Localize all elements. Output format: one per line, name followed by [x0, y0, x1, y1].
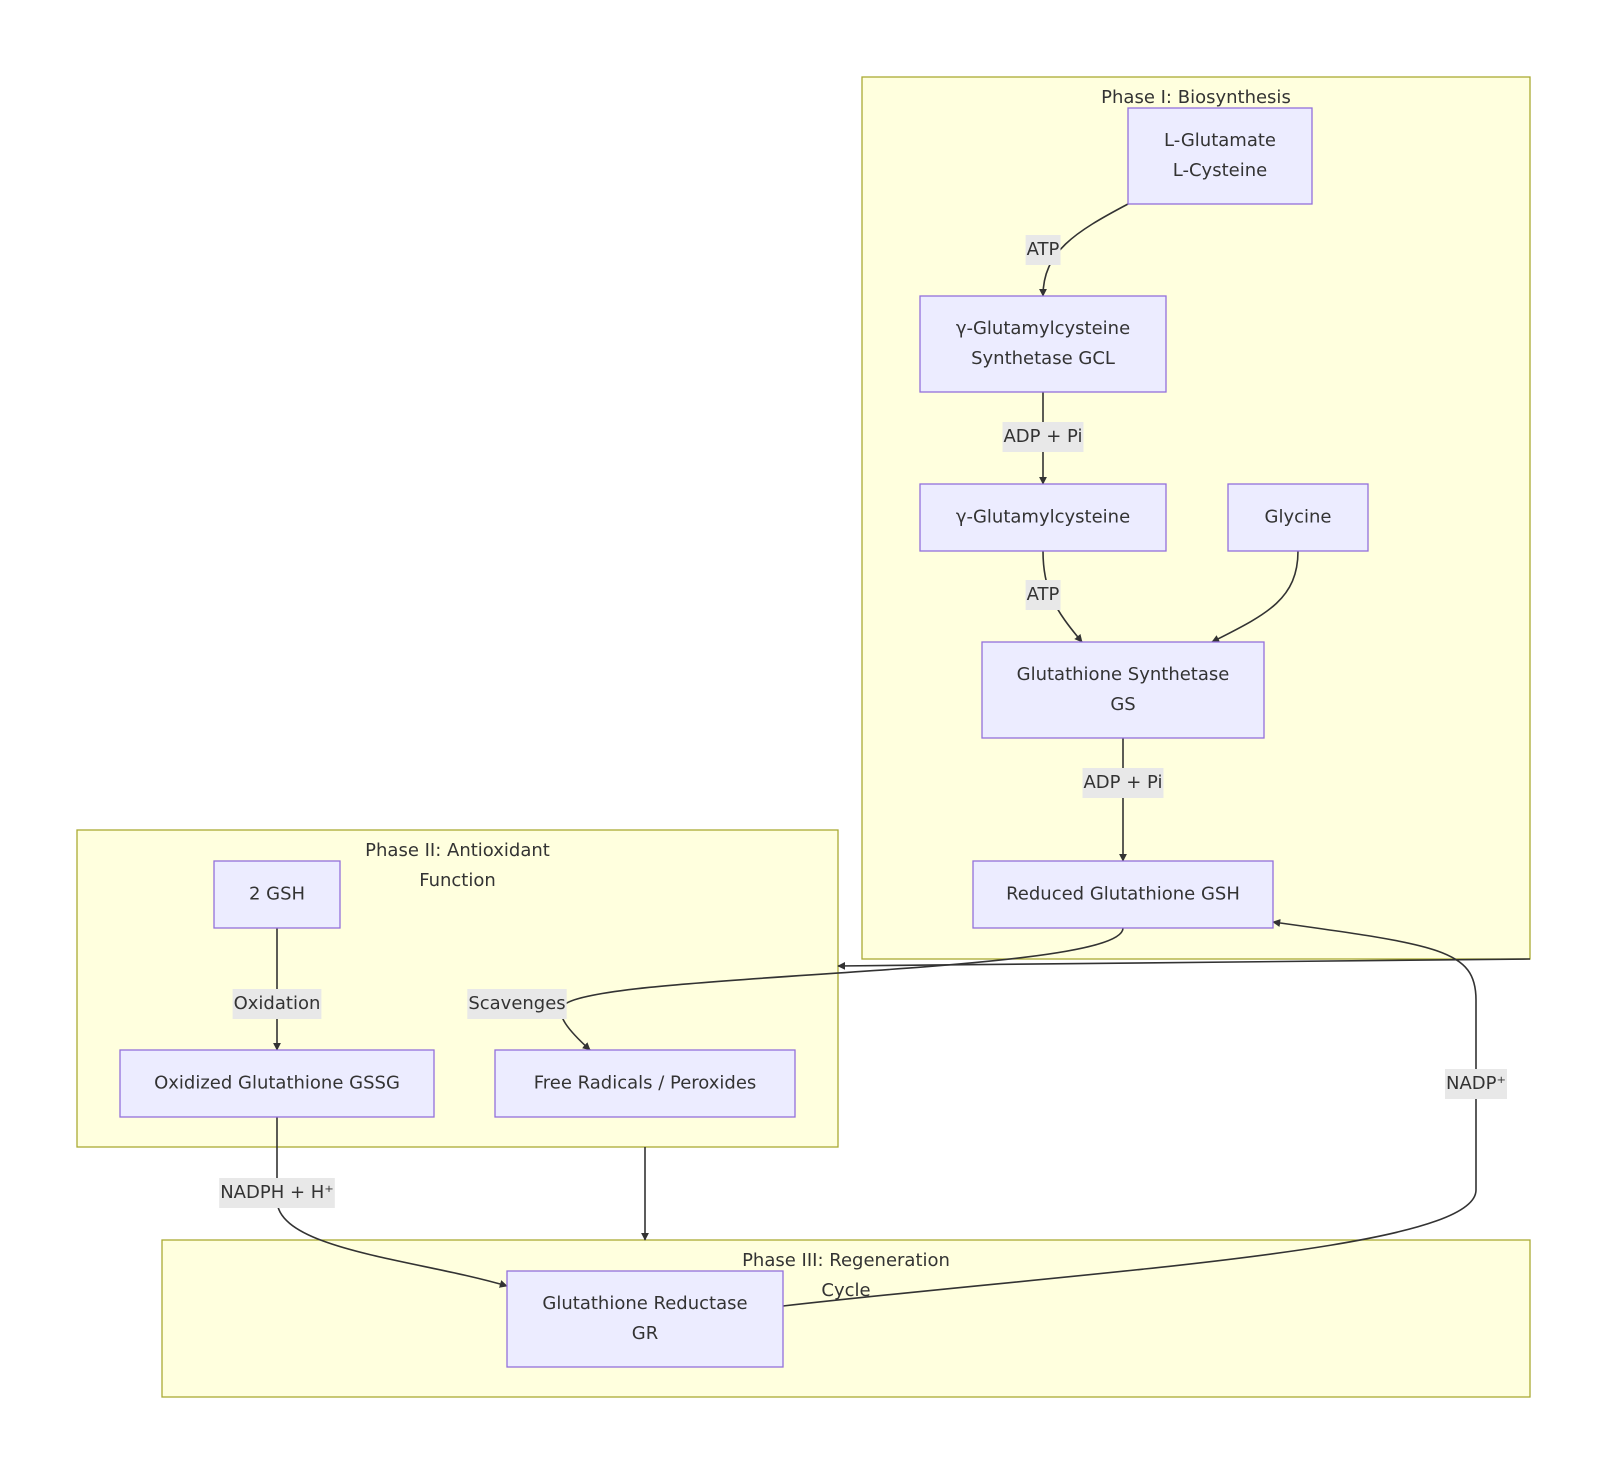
node-gcl-label-line-0: γ-Glutamylcysteine	[956, 318, 1130, 339]
edge-label-two-gsh-to-gssg: Oxidation	[232, 989, 322, 1019]
node-gssg-label-line-0: Oxidized Glutathione GSSG	[154, 1073, 400, 1094]
node-gamma-gc[interactable]: γ-Glutamylcysteine	[919, 483, 1167, 552]
node-gcl-box	[919, 295, 1167, 393]
node-gamma-gc-label-line-0: γ-Glutamylcysteine	[956, 507, 1130, 528]
cluster-phase3-title-line-1: Cycle	[821, 1280, 870, 1301]
node-substrates-box	[1127, 107, 1313, 205]
node-gamma-gc-box	[919, 483, 1167, 552]
node-two-gsh-label-line-0: 2 GSH	[249, 884, 305, 905]
edge-label-text: ADP + Pi	[1083, 772, 1162, 793]
edge-label-substrates-to-gcl: ATP	[1025, 235, 1061, 265]
node-glycine-label-line-0: Glycine	[1265, 507, 1332, 528]
edge-gr-to-gsh	[782, 919, 1477, 1307]
edge-label-bg	[232, 989, 322, 1019]
edge-label-text: NADPH + H⁺	[220, 1182, 334, 1203]
node-radicals-label-line-0: Free Radicals / Peroxides	[534, 1073, 757, 1094]
edge-label-bg	[1025, 235, 1061, 265]
node-gsh-label-line-0: Reduced Glutathione GSH	[1006, 884, 1240, 905]
node-glycine[interactable]: Glycine	[1227, 483, 1369, 552]
node-gssg[interactable]: Oxidized Glutathione GSSG	[119, 1049, 435, 1118]
cluster-phase3-box	[161, 1239, 1531, 1398]
cluster-phase2-title-line-1: Function	[419, 870, 496, 891]
node-gr-label-line-1: GR	[632, 1323, 658, 1344]
node-substrates-label-line-1: L-Cysteine	[1173, 160, 1267, 181]
edge-label-bg	[1025, 580, 1061, 610]
node-gs-label-line-1: GS	[1110, 694, 1135, 715]
edge-label-bg	[219, 1178, 335, 1208]
edge-label-text: ADP + Pi	[1003, 426, 1082, 447]
edge-phase1-to-phase2	[837, 958, 1531, 970]
node-glycine-box	[1227, 483, 1369, 552]
edge-label-gssg-to-gr: NADPH + H⁺	[219, 1178, 335, 1208]
edge-label-bg	[1002, 422, 1084, 452]
edge-label-gcl-to-gamma-gc: ADP + Pi	[1002, 422, 1084, 452]
node-gsh[interactable]: Reduced Glutathione GSH	[972, 860, 1274, 929]
edge-label-bg	[467, 989, 567, 1019]
edge-label-bg	[1082, 768, 1164, 798]
edge-label-text: ATP	[1027, 239, 1060, 260]
node-two-gsh-box	[213, 860, 341, 929]
edge-label-gs-to-gsh: ADP + Pi	[1082, 768, 1164, 798]
edge-gssg-to-gr	[276, 1117, 508, 1288]
node-gsh-box	[972, 860, 1274, 929]
edge-label-bg	[1445, 1069, 1507, 1099]
edge-glycine-to-gs	[1211, 550, 1299, 643]
node-gs-box	[981, 641, 1265, 739]
cluster-phase3-title-line-0: Phase III: Regeneration	[742, 1250, 950, 1271]
edge-label-text: Oxidation	[234, 993, 321, 1014]
edge-substrates-to-gcl	[1039, 203, 1129, 297]
cluster-phase2-title-line-0: Phase II: Antioxidant	[365, 840, 550, 861]
edge-label-gr-to-gsh: NADP⁺	[1445, 1069, 1507, 1099]
node-gr-label-line-0: Glutathione Reductase	[542, 1293, 747, 1314]
edge-label-gsh-to-radicals: Scavenges	[467, 989, 567, 1019]
node-gcl-label-line-1: Synthetase GCL	[971, 348, 1115, 369]
node-gr-box	[506, 1270, 784, 1368]
edge-label-text: ATP	[1027, 584, 1060, 605]
edge-label-text: Scavenges	[468, 993, 565, 1014]
node-two-gsh[interactable]: 2 GSH	[213, 860, 341, 929]
node-radicals[interactable]: Free Radicals / Peroxides	[494, 1049, 796, 1118]
edge-label-gamma-gc-to-gs: ATP	[1025, 580, 1061, 610]
node-substrates-label-line-0: L-Glutamate	[1164, 130, 1276, 151]
node-gssg-box	[119, 1049, 435, 1118]
edge-label-text: NADP⁺	[1446, 1073, 1506, 1094]
node-gs-label-line-0: Glutathione Synthetase	[1017, 664, 1230, 685]
cluster-phase1-title-line-0: Phase I: Biosynthesis	[1101, 87, 1291, 108]
node-radicals-box	[494, 1049, 796, 1118]
